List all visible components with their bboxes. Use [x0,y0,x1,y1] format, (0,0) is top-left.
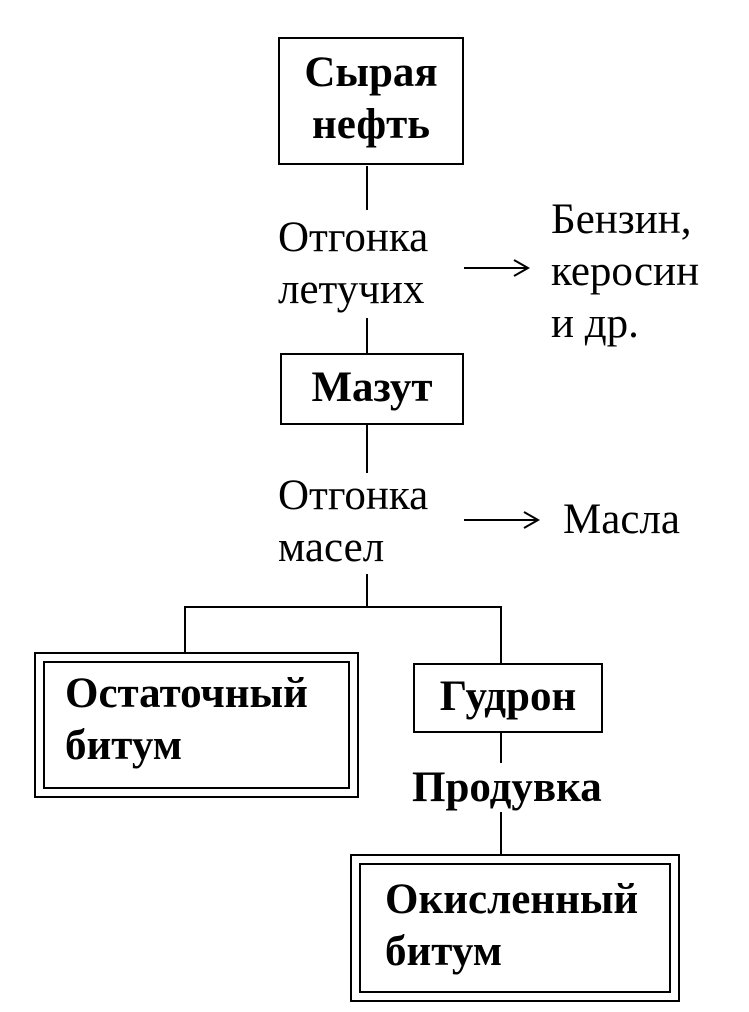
tar-box [413,663,603,733]
distill-oils-line-2: масел [278,524,385,571]
arrow-to-volatile-products [464,259,531,277]
volatile-products-line-2: керосин [551,248,700,295]
volatile-products-line-1: Бензин, [551,196,692,243]
fuel-oil-box [280,353,464,425]
connector-crude-to-distill [366,166,368,210]
distill-oils-label: Отгонка масел [278,470,428,574]
oxidized-bitumen-box [350,854,680,1002]
residual-bitumen-label: Остаточный битум [65,668,308,772]
residual-bitumen-line-1: Остаточный [65,670,308,717]
blowing-label: Продувка [412,764,602,811]
residual-bitumen-box [34,652,359,798]
connector-fuel-oil-to-distill [366,425,368,473]
oxidized-bitumen-label: Окисленный битум [385,874,638,978]
distill-oils-line-1: Отгонка [278,472,429,519]
volatile-products-label: Бензин, керосин и др. [551,194,699,350]
connector-distill-to-fuel-oil [366,318,368,354]
connector-tar-to-blowing [500,733,502,763]
oxidized-bitumen-line-2: битум [385,928,503,975]
oxidized-bitumen-line-1: Окисленный [385,876,639,923]
distill-volatiles-label: Отгонка летучих [278,212,428,316]
branch-horizontal-line [184,606,502,608]
oils-label: Масла [563,496,680,543]
branch-left-line [184,606,186,654]
branch-right-line [500,606,502,664]
crude-oil-box [278,37,464,165]
connector-blowing-to-oxidized [500,812,502,855]
fuel-oil-label: Мазут [311,364,433,411]
volatile-products-line-3: и др. [551,300,639,347]
tar-label: Гудрон [439,673,577,720]
residual-bitumen-line-2: битум [65,722,183,769]
crude-oil-line-1: Сырая [304,49,438,96]
arrow-to-oils [464,511,541,529]
crude-oil-line-2: нефть [312,101,430,148]
distill-volatiles-line-1: Отгонка [278,214,429,261]
crude-oil-label: Сырая нефть [278,47,464,151]
oxidized-bitumen-inner-border [359,863,671,993]
connector-distill-to-branch [366,574,368,608]
residual-bitumen-inner-border [43,661,350,789]
distill-volatiles-line-2: летучих [278,266,425,313]
